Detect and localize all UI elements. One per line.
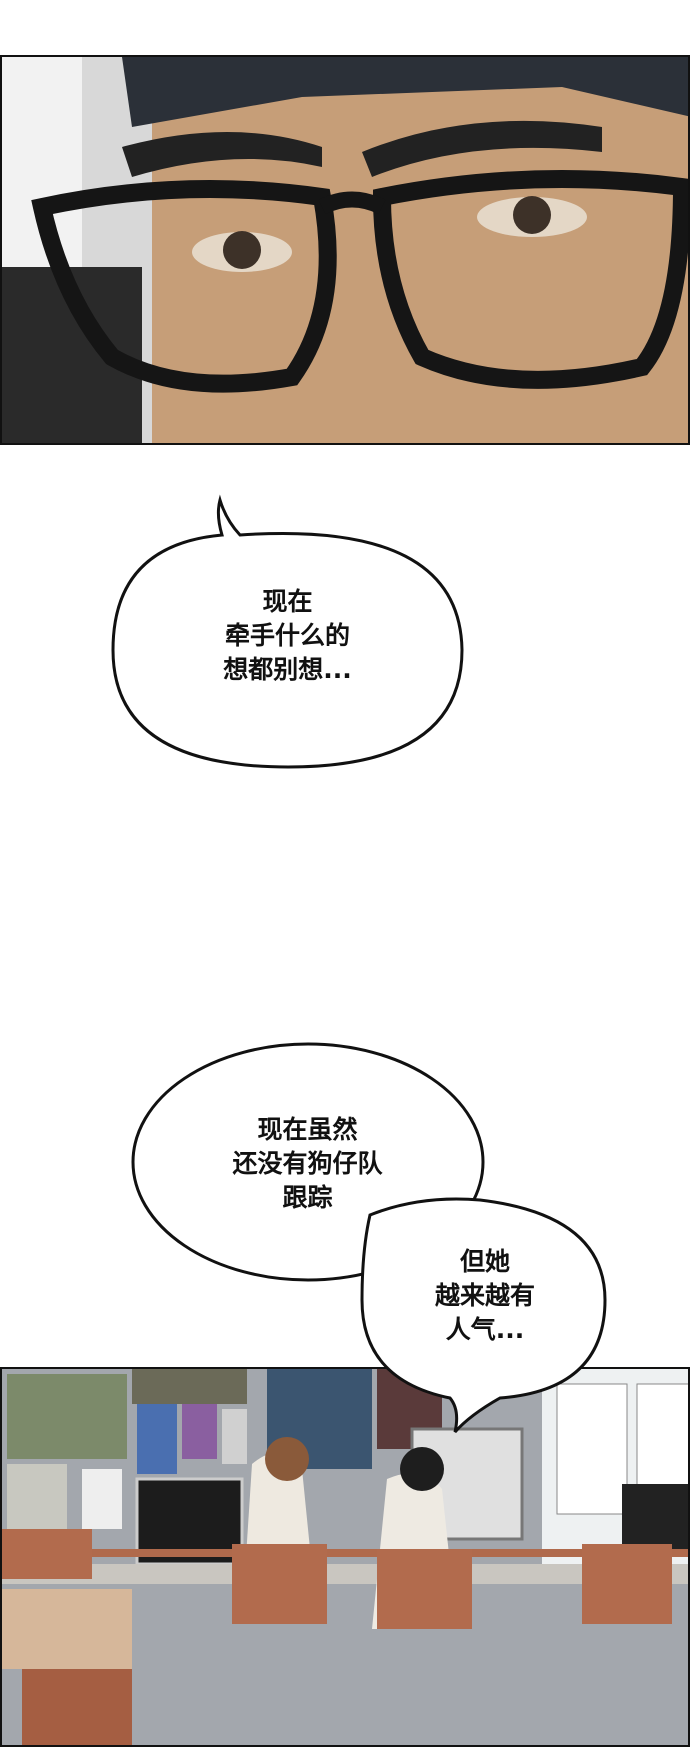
bubble-line: 跟踪 xyxy=(282,1183,333,1212)
art-room-illustration xyxy=(2,1369,688,1745)
speech-bubble-2-text: 现在虽然 还没有狗仔队 跟踪 xyxy=(200,1113,415,1215)
bubble-line: 想都别想... xyxy=(223,655,352,684)
bubble-line: 但她 xyxy=(459,1247,510,1276)
bubble-line: 现在 xyxy=(262,587,313,616)
bubble-line: 越来越有 xyxy=(434,1281,535,1310)
speech-bubble-3-text: 但她 越来越有 人气... xyxy=(400,1245,570,1347)
speech-bubble-1-text: 现在 牵手什么的 想都别想... xyxy=(180,585,395,687)
comic-panel-closeup-glasses xyxy=(0,55,690,445)
closeup-illustration xyxy=(2,57,688,443)
bubble-line: 牵手什么的 xyxy=(224,621,350,650)
bubble-line: 还没有狗仔队 xyxy=(232,1149,383,1178)
comic-panel-art-room xyxy=(0,1367,690,1747)
bubble-line: 人气... xyxy=(445,1315,525,1344)
bubble-line: 现在虽然 xyxy=(257,1115,358,1144)
